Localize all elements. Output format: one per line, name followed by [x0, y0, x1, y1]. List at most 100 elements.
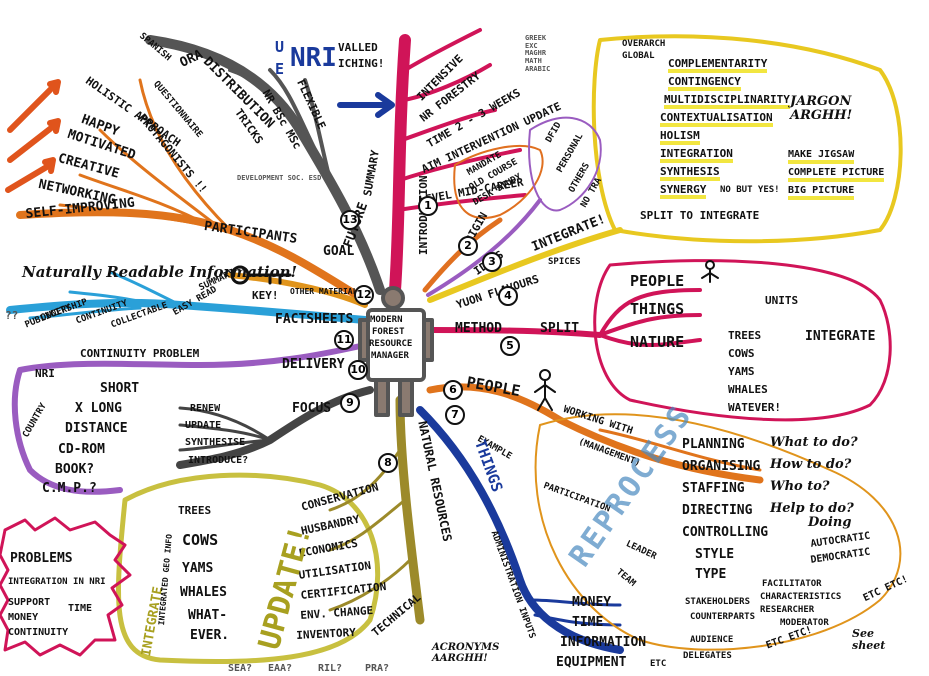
problems-item-2: SUPPORT [8, 597, 51, 608]
number-7: 7 [445, 405, 465, 425]
method-people: PEOPLE [630, 272, 685, 290]
number-4: 4 [498, 286, 518, 306]
things-etc: ETC [650, 659, 667, 669]
method-sub-3: YAMS [728, 365, 755, 378]
things-item-1: MONEY [572, 595, 612, 610]
problems-item-4: MONEY [8, 612, 39, 623]
make-1: MAKE JIGSAW [788, 150, 855, 164]
factsheets-other: OTHER MATERIAL [290, 287, 358, 296]
method-integrate: INTEGRATE [805, 329, 876, 344]
natural-bottom-3: RIL? [318, 663, 343, 674]
people-row-4-q: Help to do? [770, 501, 854, 516]
problems-item-1: INTEGRATION IN NRI [8, 577, 106, 587]
integrate-overarch: OVERARCH [622, 39, 666, 49]
integrate-global: GLOBAL [622, 51, 655, 61]
natural-bottom-2: EAA? [268, 663, 293, 674]
integrate-item-10: SYNERGY [660, 184, 707, 199]
center-line-1: MODERN [370, 315, 403, 325]
banner-u2: E [275, 60, 285, 78]
number-1: 1 [418, 196, 438, 216]
method-units: UNITS [765, 294, 799, 307]
integrate-item-5: MULTIDISCIPLINARITY [664, 94, 790, 109]
update-item-1: TREES [178, 504, 212, 517]
people-row-5: CONTROLLING [682, 525, 769, 540]
focus-item-2: UPDATE [185, 420, 222, 431]
number-5: 5 [500, 336, 520, 356]
center-line-2: FOREST [372, 327, 405, 337]
integrate-note: NO BUT YES! [720, 185, 780, 195]
things-item-4: EQUIPMENT [556, 655, 627, 670]
focus-item-4: INTRODUCE? [188, 455, 249, 466]
update-item-3: YAMS [182, 561, 214, 576]
delivery-continuity: CONTINUITY PROBLEM [80, 347, 200, 360]
delivery-item-5: BOOK? [55, 462, 95, 477]
banner-greek: GREEK EXC MAGHR MATH ARABIC [525, 34, 551, 73]
integrate-item-3: COMPLEMENTARITY [668, 58, 768, 73]
flavours-extra: SPICES [548, 257, 581, 267]
number-12: 12 [354, 285, 374, 305]
things-item-2: TIME [572, 615, 604, 630]
problems-item-3: TIME [68, 603, 93, 614]
delivery-item-2: X LONG [75, 401, 122, 416]
banner-suffix2: ICHING! [338, 57, 385, 70]
problems-title: PROBLEMS [10, 551, 73, 566]
focus-item-3: SYNTHESISE [185, 437, 246, 448]
people-see: See sheet [852, 627, 886, 653]
people-row-2-q: How to do? [770, 457, 852, 472]
update-item-2: COWS [182, 531, 219, 549]
factsheets-q: ?? [5, 309, 19, 322]
people-style: STYLE [695, 547, 735, 562]
factsheets-key: KEY! [252, 289, 279, 302]
number-2: 2 [458, 236, 478, 256]
banner-nri: NRI [290, 43, 337, 73]
jargon-text: JARGON ARGHH! [790, 94, 853, 124]
method-sub-2: COWS [728, 347, 755, 360]
people-audience: AUDIENCE [690, 635, 734, 645]
natural-bottom-1: SEA? [228, 663, 253, 674]
integrate-item-4: CONTINGENCY [668, 76, 741, 91]
focus-label: FOCUS [292, 401, 332, 416]
people-row-1: PLANNING [682, 437, 745, 452]
people-row-5-q: Doing [808, 515, 852, 530]
make-2: COMPLETE PICTURE [788, 168, 885, 182]
people-delegates: DELEGATES [683, 651, 732, 661]
distribution-item-7: DEVELOPMENT SOC. ESD [237, 174, 322, 182]
update-item-5: WHAT- [188, 608, 228, 623]
method-sub-5: WATEVER! [728, 401, 781, 414]
delivery-item-1: SHORT [100, 381, 140, 396]
people-row-4: DIRECTING [682, 503, 753, 518]
people-type: TYPE [695, 567, 727, 582]
things-item-3: INFORMATION [560, 635, 647, 650]
banner-u1: U [275, 38, 285, 56]
number-8: 8 [378, 453, 398, 473]
people-moderator: MODERATOR [780, 618, 829, 628]
goal-label: GOAL [323, 244, 355, 259]
update-item-4: WHALES [180, 585, 227, 600]
integrate-item-6: CONTEXTUALISATION [660, 112, 773, 127]
number-10: 10 [348, 360, 368, 380]
people-row-3: STAFFING [682, 481, 745, 496]
method-sub-1: TREES [728, 329, 762, 342]
natural-bottom-4: PRA? [365, 663, 390, 674]
number-13: 13 [340, 210, 360, 230]
method-label: METHOD [455, 321, 502, 336]
natural-acronyms: ACRONYMS AARGHH! [432, 642, 500, 664]
people-facilitator: FACILITATOR [762, 579, 822, 589]
factsheets-label: FACTSHEETS [275, 312, 354, 327]
problems-item-5: CONTINUITY [8, 627, 69, 638]
people-stakeholders: STAKEHOLDERS [685, 597, 751, 607]
people-characteristics: CHARACTERISTICS [760, 592, 842, 602]
focus-item-1: RENEW [190, 403, 221, 414]
factsheets-nri: Naturally Readable Information! [22, 263, 298, 281]
people-counterparts: COUNTERPARTS [690, 612, 756, 622]
number-6: 6 [443, 380, 463, 400]
people-row-2: ORGANISING [682, 459, 761, 474]
center-line-4: MANAGER [371, 351, 409, 361]
banner-suffix1: VALLED [338, 41, 378, 54]
natural-item-7: INVENTORY [295, 625, 357, 642]
number-9: 9 [340, 393, 360, 413]
people-row-3-q: Who to? [770, 479, 830, 494]
people-researcher: RESEARCHER [760, 605, 815, 615]
delivery-label: DELIVERY [282, 357, 345, 372]
